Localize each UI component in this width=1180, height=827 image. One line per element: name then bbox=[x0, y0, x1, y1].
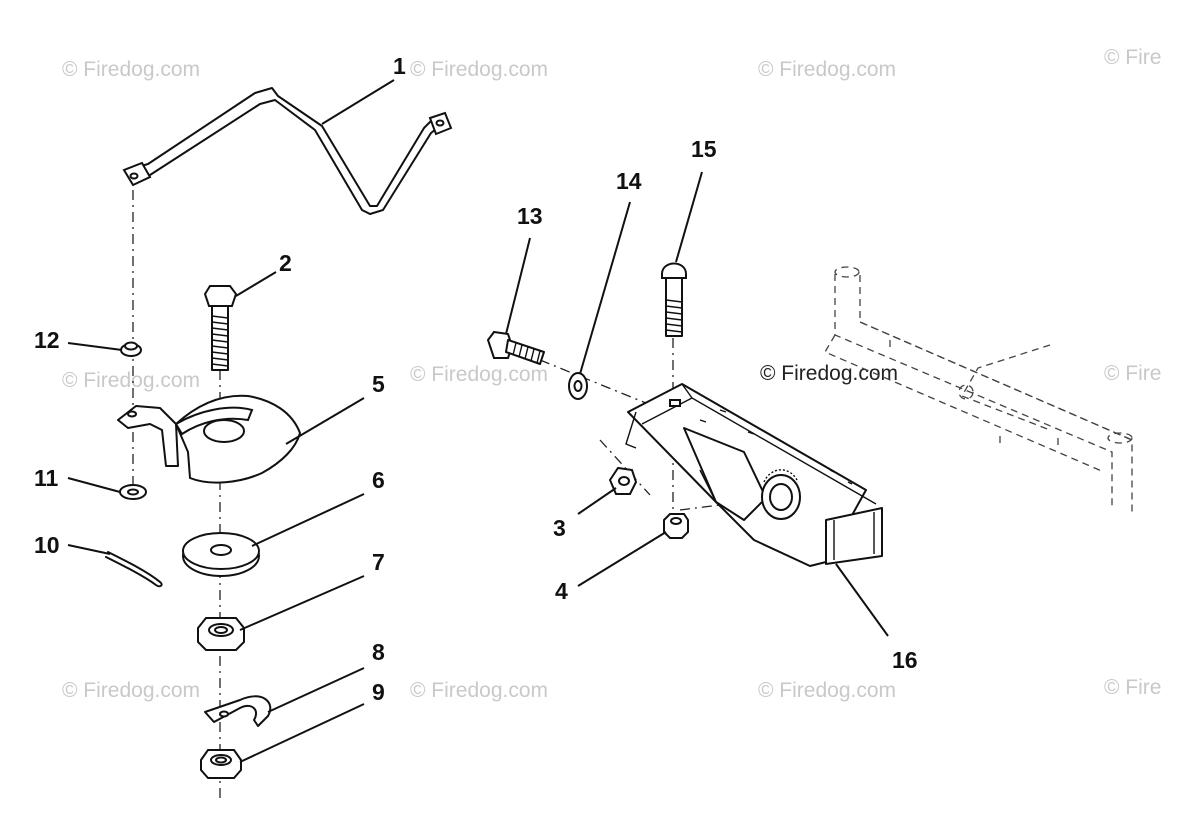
part-13-bolt bbox=[486, 330, 545, 365]
part-15-carriage-bolt bbox=[661, 262, 687, 337]
callout-11: 11 bbox=[34, 465, 59, 491]
watermark: © Firedog.com bbox=[410, 58, 548, 81]
part-8-clip bbox=[204, 695, 272, 727]
watermark-edge: © Fire bbox=[1104, 676, 1161, 699]
part-12-bushing bbox=[120, 341, 142, 357]
watermark: © Firedog.com bbox=[410, 363, 548, 386]
callout-16: 16 bbox=[892, 647, 918, 673]
part-10-cotter-pin bbox=[105, 551, 163, 588]
callout-4: 4 bbox=[555, 578, 568, 604]
callout-7: 7 bbox=[372, 549, 385, 575]
watermark-main: © Firedog.com bbox=[760, 362, 898, 385]
callouts: 1 2 3 4 5 6 7 8 9 10 11 12 13 14 15 16 bbox=[34, 53, 918, 705]
phantom-axle bbox=[824, 266, 1133, 512]
watermark: © Firedog.com bbox=[758, 58, 896, 81]
part-14-washer bbox=[568, 372, 588, 400]
watermark-edge: © Fire bbox=[1104, 46, 1161, 69]
watermark: © Firedog.com bbox=[62, 369, 200, 392]
watermark: © Firedog.com bbox=[758, 679, 896, 702]
part-4-nut bbox=[663, 513, 689, 539]
part-1-control-rod bbox=[122, 87, 453, 215]
part-6-washer bbox=[182, 532, 260, 577]
callout-12: 12 bbox=[34, 327, 60, 353]
watermark-layer: © Firedog.com © Firedog.com © Firedog.co… bbox=[62, 46, 1161, 702]
part-11-washer bbox=[119, 484, 147, 500]
callout-3: 3 bbox=[553, 515, 566, 541]
callout-2: 2 bbox=[279, 250, 292, 276]
watermark: © Firedog.com bbox=[62, 679, 200, 702]
callout-10: 10 bbox=[34, 532, 60, 558]
part-2-bolt bbox=[203, 285, 238, 371]
part-9-hex-nut bbox=[200, 749, 242, 779]
callout-1: 1 bbox=[393, 53, 406, 79]
part-3-nut bbox=[608, 466, 638, 495]
callout-5: 5 bbox=[372, 371, 385, 397]
callout-13: 13 bbox=[517, 203, 543, 229]
callout-8: 8 bbox=[372, 639, 385, 665]
part-5-gear-sector-plate bbox=[117, 394, 301, 484]
callout-14: 14 bbox=[616, 168, 642, 194]
leader-lines bbox=[67, 79, 889, 763]
callout-6: 6 bbox=[372, 467, 385, 493]
callout-15: 15 bbox=[691, 136, 717, 162]
part-16-steering-bracket bbox=[625, 383, 883, 567]
watermark: © Firedog.com bbox=[410, 679, 548, 702]
watermark: © Firedog.com bbox=[62, 58, 200, 81]
watermark-edge: © Fire bbox=[1104, 362, 1161, 385]
callout-9: 9 bbox=[372, 679, 385, 705]
part-7-hex-nut bbox=[197, 617, 245, 651]
